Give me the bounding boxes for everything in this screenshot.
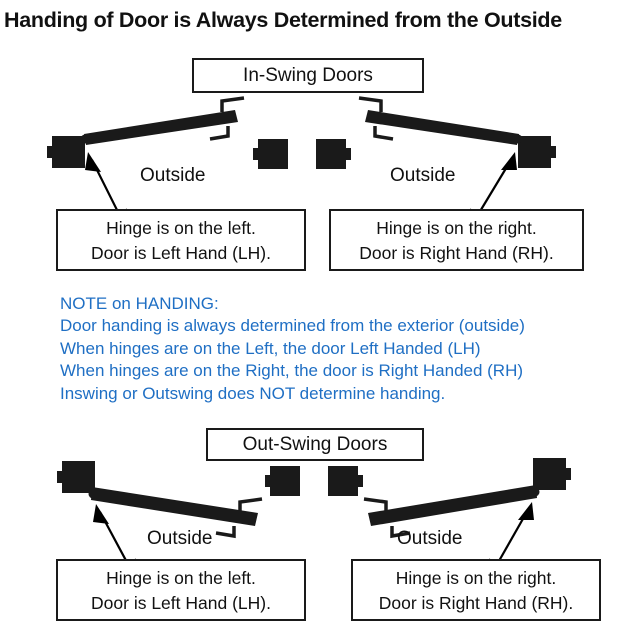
caption-outswing-left-line1: Hinge is on the left. [106,568,256,588]
note-line-1: Door handing is always determined from t… [60,316,525,336]
outswing-right-wall-nub [565,468,571,480]
caption-outswing-right: Hinge is on the right. Door is Right Han… [351,559,601,621]
outswing-left-door-group [57,461,263,569]
outswing-right-door-panel [368,485,537,526]
outswing-left-door-panel [91,487,258,526]
outside-label-inswing-left: Outside [140,165,206,186]
inswing-left-wall-block [52,136,85,168]
caption-inswing-right: Hinge is on the right. Door is Right Han… [329,209,584,271]
inswing-left-lever-lower [209,126,230,141]
outswing-center-right-jamb-nub [357,475,363,487]
note-line-3: When hinges are on the Right, the door i… [60,361,524,381]
outside-label-outswing-left: Outside [147,528,213,549]
page-title: Handing of Door is Always Determined fro… [4,8,562,32]
inswing-center-right-jamb-nub [345,148,351,160]
outswing-section-label-text: Out-Swing Doors [242,433,388,455]
outswing-left-lever-lower [215,526,236,539]
inswing-right-door-panel [365,110,519,145]
inswing-left-lever-upper [220,96,245,112]
inswing-right-hinge-pivot [513,134,523,144]
outswing-left-lever-upper [238,497,263,514]
outswing-right-wall-block [533,458,566,490]
inswing-left-wall-nub [47,146,53,158]
inswing-left-door-panel [84,110,238,145]
caption-outswing-right-line2: Door is Right Hand (RH). [378,593,574,613]
outswing-center-left-jamb [270,466,300,496]
note-line-4: Inswing or Outswing does NOT determine h… [60,383,446,403]
outswing-right-door-group [363,458,571,569]
inswing-left-hinge-pivot [80,134,90,144]
caption-inswing-left-line1: Hinge is on the left. [106,218,256,238]
outswing-left-wall-block [62,461,95,493]
outswing-center-jambs [265,466,363,496]
note-heading: NOTE on HANDING: [60,294,219,313]
inswing-right-wall-nub [550,146,556,158]
inswing-center-right-jamb [316,139,346,169]
outswing-left-wall-nub [57,471,63,483]
outside-label-inswing-right: Outside [390,165,456,186]
caption-outswing-left: Hinge is on the left. Door is Left Hand … [56,559,306,621]
outswing-left-pointer-arrowhead [93,504,109,524]
caption-outswing-left-line2: Door is Left Hand (LH). [91,593,271,613]
caption-inswing-right-line1: Hinge is on the right. [376,218,537,238]
outswing-right-pointer-arrowhead [518,502,534,520]
inswing-right-wall-block [518,136,551,168]
inswing-center-left-jamb-nub [253,148,259,160]
outswing-section-label: Out-Swing Doors [206,428,424,461]
caption-inswing-left: Hinge is on the left. Door is Left Hand … [56,209,306,271]
inswing-center-left-jamb [258,139,288,169]
inswing-right-lever-lower [373,126,394,141]
note-line-2: When hinges are on the Left, the door Le… [60,338,481,358]
inswing-right-pointer-arrowhead [501,152,517,170]
inswing-left-door-group [47,96,245,219]
inswing-center-jambs [253,139,351,169]
caption-inswing-left-line2: Door is Left Hand (LH). [91,243,271,263]
handing-note-block: NOTE on HANDING: Door handing is always … [60,293,620,405]
outswing-right-lever-upper [363,497,388,514]
inswing-left-pointer-arrowhead [85,152,101,172]
inswing-section-label-text: In-Swing Doors [243,64,373,86]
outside-label-outswing-right: Outside [397,528,463,549]
caption-inswing-right-line2: Door is Right Hand (RH). [359,243,554,263]
inswing-section-label: In-Swing Doors [192,58,424,93]
outswing-left-hinge-pivot [88,489,98,499]
outswing-center-left-jamb-nub [265,475,271,487]
outswing-center-right-jamb [328,466,358,496]
caption-outswing-right-line1: Hinge is on the right. [395,568,557,588]
inswing-right-lever-upper [358,96,383,112]
inswing-right-door-group [358,96,556,219]
outswing-right-hinge-pivot [530,487,540,497]
